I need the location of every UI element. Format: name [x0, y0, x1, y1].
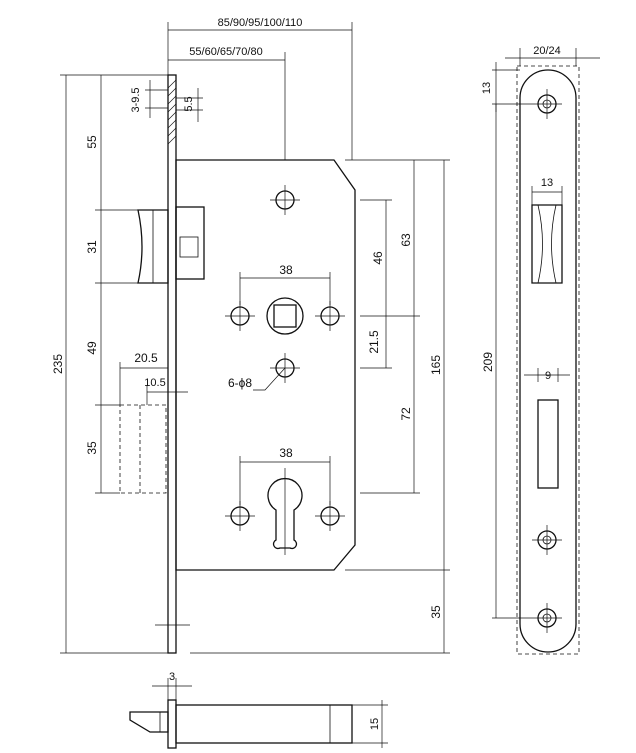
- dim-bolt-cut-width: 9: [545, 370, 551, 382]
- dim-plate-width: 20/24: [533, 45, 561, 57]
- bottom-latch: [129, 711, 169, 733]
- dim-backset-total: 85/90/95/100/110: [218, 17, 303, 29]
- dim-latch-to-spindle: 46: [371, 251, 385, 265]
- dim-latch-height: 31: [85, 240, 99, 254]
- dim-cylinder-holes-spacing: 38: [279, 446, 293, 460]
- screw-hole-top: [270, 185, 300, 215]
- screw-hole-cyl-right: [315, 501, 345, 531]
- lock-case: [175, 159, 356, 571]
- bottom-case: [175, 704, 353, 744]
- plate-screw-mid: [532, 525, 562, 555]
- dimensions-faceplate: 20/24 13 13 9 209: [481, 45, 600, 619]
- dim-latch-cut-width: 13: [541, 177, 553, 189]
- holes-note: 6-ϕ8: [228, 376, 252, 390]
- faceplate-hatch: [167, 79, 177, 145]
- latch-bolt: [137, 209, 169, 284]
- dim-case-upper: 63: [399, 233, 413, 247]
- dim-bottom-thickness: 3: [169, 671, 175, 683]
- dim-faceplate-thickness: 3-9.5: [130, 87, 142, 112]
- faceplate-view: [516, 65, 580, 655]
- dimensions-front: 85/90/95/100/110 55/60/65/70/80 3-9.5 5.…: [51, 17, 450, 654]
- plate-latch-cutout: [531, 204, 563, 284]
- dim-spindle-holes-spacing: 38: [279, 263, 293, 277]
- spindle-follower: [266, 297, 304, 335]
- screw-hole-right: [315, 301, 345, 331]
- screw-hole-cyl-left: [225, 501, 255, 531]
- dimensions-bottom: 3 15: [152, 671, 388, 748]
- bottom-faceplate: [167, 699, 177, 749]
- dim-spindle-to-cylinder: 72: [399, 407, 413, 421]
- dim-top-to-latch: 55: [85, 135, 99, 149]
- dim-bottom-depth: 15: [369, 718, 381, 730]
- faceplate-outline: [519, 69, 577, 653]
- latch-body: [175, 206, 205, 280]
- faceplate: [167, 74, 177, 654]
- dim-backset: 55/60/65/70/80: [189, 46, 262, 58]
- dim-case-height: 165: [429, 355, 443, 375]
- dim-bolt-height: 35: [85, 441, 99, 455]
- plate-screw-top: [532, 89, 562, 119]
- plate-bolt-cutout: [537, 399, 559, 489]
- front-view: [119, 74, 356, 654]
- plate-screw-bottom: [532, 603, 562, 633]
- screw-hole-left: [225, 301, 255, 331]
- dim-bolt-projection: 10.5: [144, 377, 165, 389]
- dim-latch-to-pin: 49: [85, 341, 99, 355]
- bottom-view: [129, 699, 353, 749]
- dim-latch-projection: 20.5: [134, 351, 158, 365]
- dim-case-to-bottom: 35: [429, 605, 443, 619]
- dim-plate-screw-span: 209: [481, 352, 495, 372]
- dim-total-height: 235: [51, 354, 65, 374]
- cylinder-cutout: [267, 477, 303, 550]
- dim-faceplate-inner: 5.5: [183, 96, 195, 111]
- dead-bolt: [119, 404, 167, 494]
- dim-plate-top-offset: 13: [481, 82, 493, 94]
- dim-spindle-to-pin: 21.5: [367, 330, 381, 354]
